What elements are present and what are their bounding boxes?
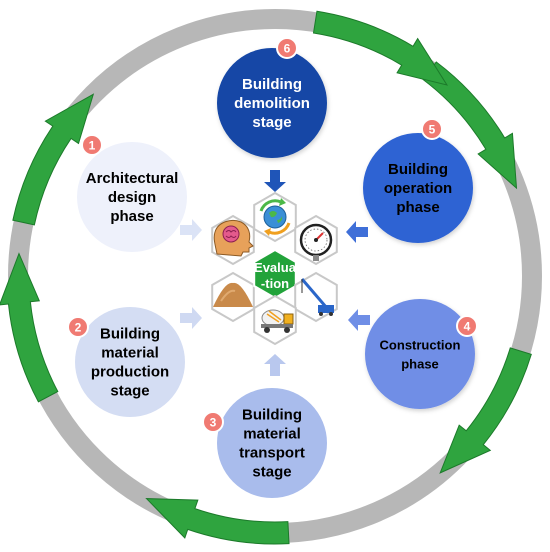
stage-3-label-line: Building xyxy=(242,407,302,424)
hex-gauge xyxy=(294,214,338,266)
number-badge-1: 1 xyxy=(81,134,103,156)
stage-2-label-line: production xyxy=(91,364,169,381)
number-badge-5: 5 xyxy=(421,118,443,140)
pointer-arrows xyxy=(180,170,370,376)
sand-pile-icon xyxy=(213,282,253,307)
svg-text:6: 6 xyxy=(284,42,291,56)
stage-5-label-line: operation xyxy=(384,180,452,197)
hexagon-cluster: Evalua -tion xyxy=(211,191,338,346)
stage-1-circle xyxy=(77,142,187,252)
stage-1-label-line: phase xyxy=(110,208,153,225)
stage-2-label-line: material xyxy=(101,345,159,362)
hex-recycle xyxy=(253,191,297,243)
stage-4: Construction phase xyxy=(365,299,475,409)
stage-3-label-line: stage xyxy=(252,464,291,481)
stage-1-label-line: design xyxy=(108,189,156,206)
stage-2-label: Building material production stage xyxy=(91,326,169,400)
cycle-arrow-icon xyxy=(0,252,59,403)
cycle-arrow-icon xyxy=(312,10,449,86)
svg-text:2: 2 xyxy=(75,321,82,335)
stage-1: Architectural design phase xyxy=(77,142,187,252)
stage-2: Building material production stage xyxy=(75,307,185,417)
cycle-arrows xyxy=(0,10,532,545)
pointer-arrow-icon xyxy=(264,170,286,192)
number-badge-4: 4 xyxy=(456,315,478,337)
brain-head-icon xyxy=(213,219,254,257)
pointer-arrow-icon xyxy=(348,309,370,331)
stage-3-label-line: transport xyxy=(239,445,305,462)
stage-6-label-line: stage xyxy=(252,114,291,131)
recycle-globe-icon xyxy=(259,198,291,236)
stage-4-label: Construction phase xyxy=(380,338,461,372)
pointer-arrow-icon xyxy=(180,219,202,241)
mixer-truck-icon xyxy=(261,309,294,333)
stage-5-label-line: phase xyxy=(396,199,439,216)
stage-5-circle xyxy=(363,133,473,243)
stage-5: Building operation phase xyxy=(363,133,473,243)
stage-4-label-line: Construction xyxy=(380,338,461,353)
stage-6-label: Building demolition stage xyxy=(234,76,310,131)
cycle-arrow-icon xyxy=(145,498,290,545)
stage-6-label-line: Building xyxy=(242,76,302,93)
svg-text:1: 1 xyxy=(89,139,96,153)
hex-crane xyxy=(294,271,338,323)
stage-1-label: Architectural design phase xyxy=(86,170,179,225)
number-badge-3: 3 xyxy=(202,411,224,433)
stage-6: Building demolition stage xyxy=(217,48,327,158)
center-label-line2: -tion xyxy=(261,276,289,291)
pointer-arrow-icon xyxy=(346,221,368,243)
hex-sand xyxy=(211,271,255,323)
stage-4-label-line: phase xyxy=(401,357,439,372)
number-badge-2: 2 xyxy=(67,316,89,338)
number-badge-6: 6 xyxy=(276,37,298,59)
pointer-arrow-icon xyxy=(180,307,202,329)
stage-2-label-line: stage xyxy=(110,383,149,400)
pressure-gauge-icon xyxy=(299,223,333,261)
pointer-arrow-icon xyxy=(264,354,286,376)
cycle-arrow-icon xyxy=(422,61,518,190)
hex-truck xyxy=(253,294,297,346)
svg-text:3: 3 xyxy=(210,416,217,430)
stage-3-label: Building material transport stage xyxy=(239,407,305,481)
hex-evaluation: Evalua -tion xyxy=(253,248,297,300)
cycle-arrow-icon xyxy=(12,93,95,226)
stage-6-circle xyxy=(217,48,327,158)
stage-6-label-line: demolition xyxy=(234,95,310,112)
center-label-line1: Evalua xyxy=(254,260,297,275)
svg-text:5: 5 xyxy=(429,123,436,137)
stage-5-label-line: Building xyxy=(388,161,448,178)
stage-3-circle xyxy=(217,388,327,498)
stage-4-circle xyxy=(365,299,475,409)
cycle-arrow-icon xyxy=(439,347,532,474)
stage-3-label-line: material xyxy=(243,426,301,443)
stage-3: Building material transport stage xyxy=(217,388,327,498)
stage-5-label: Building operation phase xyxy=(384,161,452,216)
svg-text:4: 4 xyxy=(464,320,471,334)
stage-2-circle xyxy=(75,307,185,417)
crane-icon xyxy=(300,278,334,316)
stage-2-label-line: Building xyxy=(100,326,160,343)
stage-1-label-line: Architectural xyxy=(86,170,179,187)
hex-brain xyxy=(211,214,255,266)
